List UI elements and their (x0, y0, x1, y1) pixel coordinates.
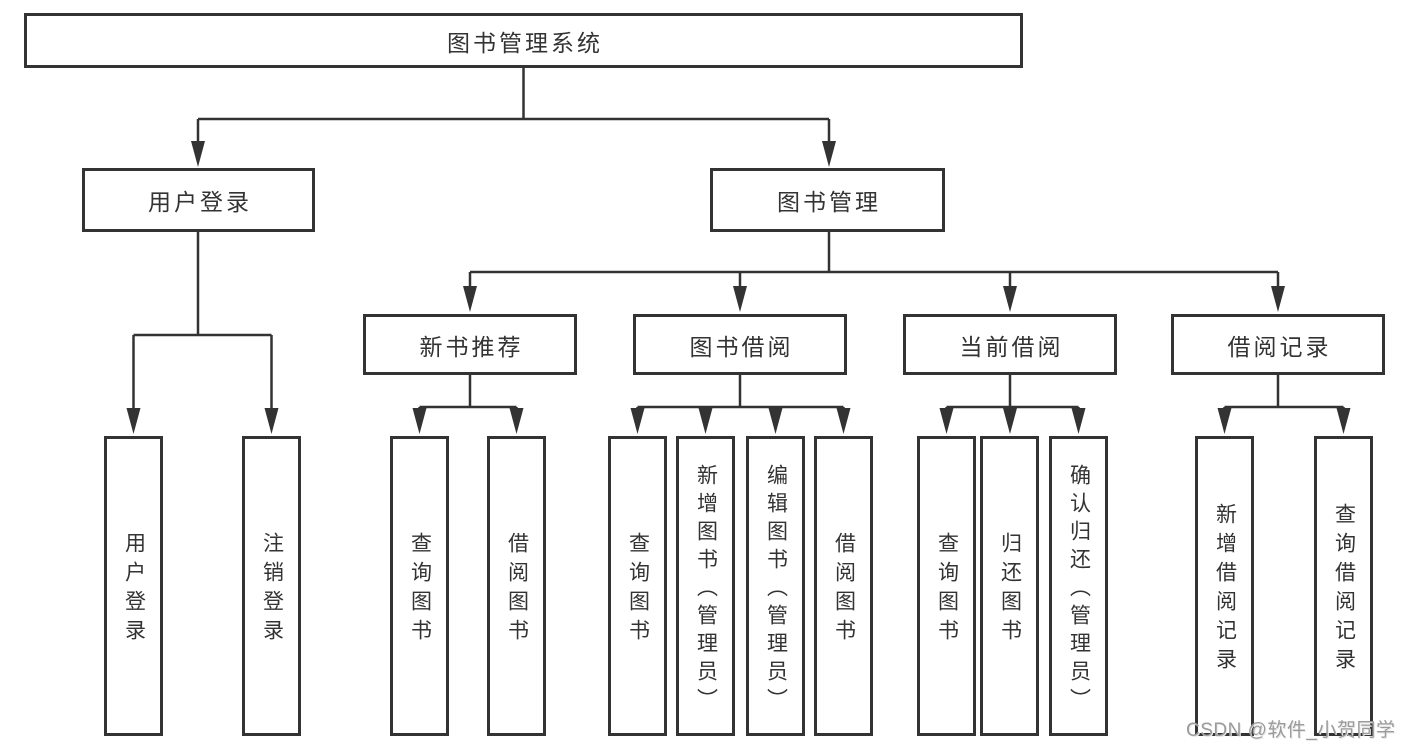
node-current-borrow: 当前借阅 (903, 314, 1117, 375)
leaf-query-books-recommend: 查询图书 (390, 436, 449, 736)
leaf-borrow-books: 借阅图书 (814, 436, 873, 736)
leaf-return-books: 归还图书 (980, 436, 1039, 736)
leaf-edit-books-admin: 编辑图书（管理员） (746, 436, 805, 736)
leaf-confirm-return-admin: 确认归还（管理员） (1049, 436, 1108, 736)
leaf-query-books-current: 查询图书 (917, 436, 976, 736)
leaf-add-borrow-record: 新增借阅记录 (1195, 436, 1254, 736)
node-book-borrow: 图书借阅 (633, 314, 847, 375)
arrowhead-icons (126, 141, 1351, 434)
leaf-logout: 注销登录 (242, 436, 301, 736)
csdn-watermark: CSDN @软件_小贺同学 (1186, 720, 1396, 741)
leaf-user-login: 用户登录 (104, 436, 163, 736)
node-user-login: 用户登录 (82, 168, 315, 232)
leaf-add-books-admin: 新增图书（管理员） (676, 436, 735, 736)
node-borrow-records: 借阅记录 (1171, 314, 1385, 375)
node-book-management: 图书管理 (710, 168, 945, 232)
leaf-query-borrow-record: 查询借阅记录 (1314, 436, 1373, 736)
leaf-borrow-books-recommend: 借阅图书 (487, 436, 546, 736)
node-library-management-system: 图书管理系统 (24, 13, 1023, 68)
leaf-query-books-borrow: 查询图书 (608, 436, 667, 736)
node-new-book-recommend: 新书推荐 (363, 314, 577, 375)
